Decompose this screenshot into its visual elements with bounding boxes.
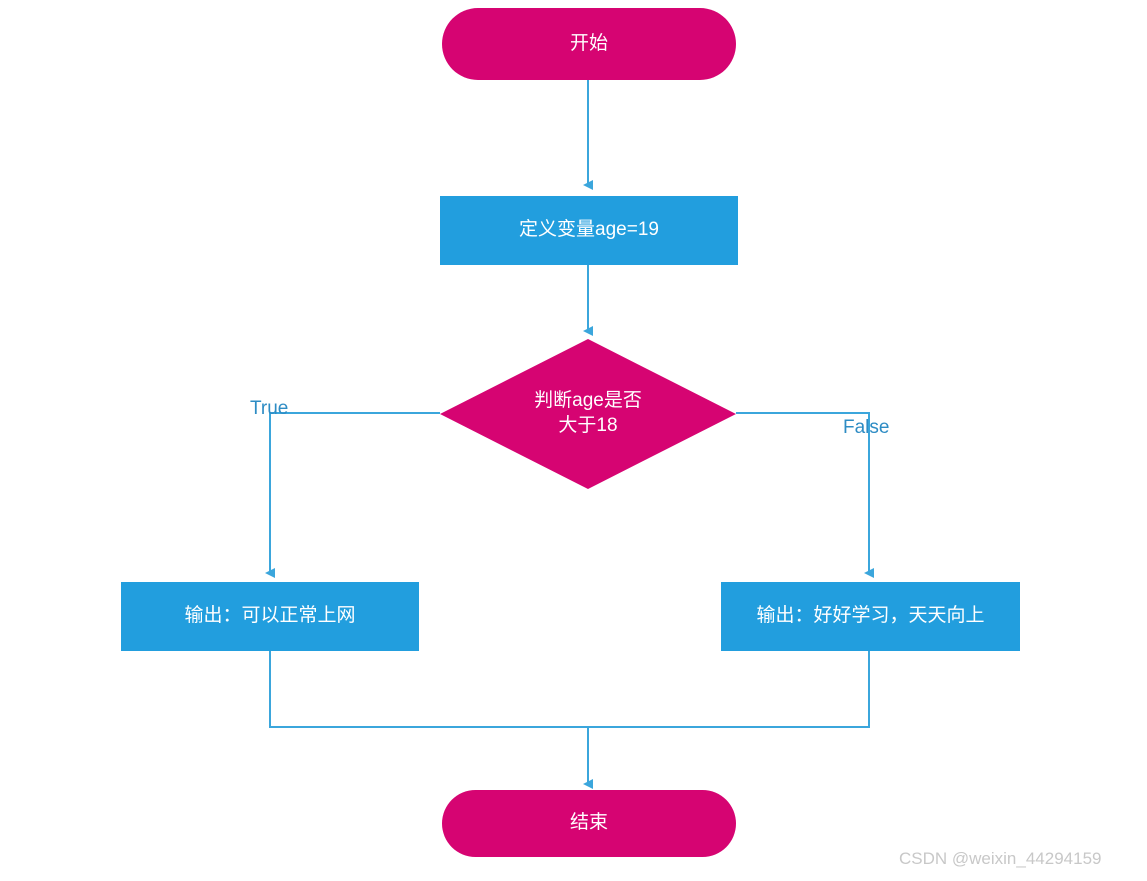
edge-label-true: True <box>250 398 289 419</box>
edge-decision-true <box>265 412 440 578</box>
watermark: CSDN @weixin_44294159 <box>899 849 1102 868</box>
node-define-variable[interactable]: 定义变量age=19 <box>440 196 738 265</box>
edge-output-true-to-end <box>269 651 588 728</box>
node-output-true[interactable]: 输出：可以正常上网 <box>121 582 419 651</box>
node-start[interactable]: 开始 <box>442 8 736 80</box>
node-end[interactable]: 结束 <box>442 790 736 857</box>
edge-output-false-to-end <box>588 651 870 728</box>
node-decision[interactable]: 判断age是否 大于18 <box>440 339 736 489</box>
edge-decision-false <box>736 412 874 578</box>
node-output-false[interactable]: 输出：好好学习，天天向上 <box>721 582 1020 651</box>
decision-label: 判断age是否 大于18 <box>534 390 642 436</box>
edge-label-false: False <box>843 417 890 438</box>
